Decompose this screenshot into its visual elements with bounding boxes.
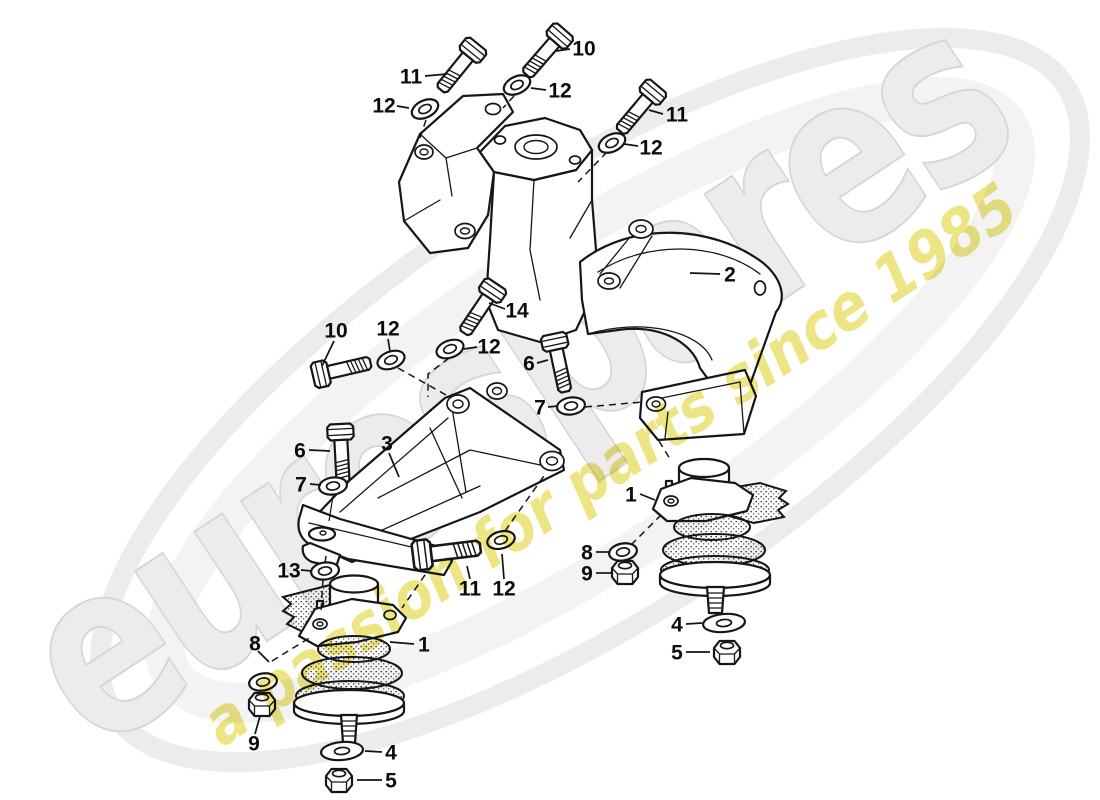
assembly-pin-line [328, 495, 334, 522]
callout-12-9: 12 [376, 318, 399, 341]
assembly-line [271, 636, 312, 662]
leader-line-14-7 [488, 302, 506, 310]
leader-line-10-8 [321, 340, 335, 367]
bolt-10-top [515, 20, 576, 85]
lower-engine-bracket-part3 [297, 382, 566, 577]
leader-line-11-17 [466, 565, 471, 580]
upper-engine-bracket-part2 [397, 92, 783, 442]
engine-mount-right-part1 [651, 457, 790, 615]
leader-line-1-19 [389, 641, 415, 645]
callout-5-28: 5 [671, 642, 683, 665]
callout-6-13: 6 [294, 440, 306, 463]
callout-4-27: 4 [671, 614, 683, 637]
leader-line-7-12 [547, 405, 559, 408]
assembly-line [401, 564, 433, 609]
assembly-dashed-lines [271, 95, 671, 662]
bolt-11-top-left [429, 34, 490, 100]
callout-2-6: 2 [724, 264, 736, 287]
callout-13-16: 13 [277, 560, 300, 583]
callout-7-12: 7 [534, 397, 546, 420]
callout-9-21: 9 [248, 733, 260, 756]
leader-line-7-15 [309, 483, 322, 486]
leader-line-4-27 [685, 622, 703, 625]
assembly-line [418, 119, 427, 142]
leader-line-12-1 [396, 105, 410, 109]
callout-9-26: 9 [581, 563, 593, 586]
engine-mount-left-part1 [280, 574, 408, 745]
callout-3-14: 3 [381, 433, 393, 456]
assembly-line [630, 512, 664, 546]
assembly-line [320, 555, 327, 613]
assembly-line [502, 95, 515, 109]
leader-line-9-21 [254, 715, 261, 735]
callout-10-8: 10 [324, 320, 347, 343]
callout-11-4: 11 [666, 104, 689, 127]
assembly-line [584, 401, 644, 408]
leader-line-2-6 [689, 272, 721, 275]
callout-12-10: 12 [477, 336, 500, 359]
nut-9-right [610, 559, 640, 586]
callout-11-17: 11 [459, 578, 482, 601]
assembly-line [658, 440, 671, 460]
leader-line-4-22 [364, 750, 383, 753]
nut-5-left [324, 767, 354, 794]
callout-5-23: 5 [385, 770, 397, 793]
assembly-line [577, 151, 608, 183]
callout-4-22: 4 [385, 742, 397, 765]
callout-1-24: 1 [625, 484, 637, 507]
nut-5-right [712, 639, 742, 666]
callout-10-2: 10 [572, 38, 595, 61]
washer-4-right [701, 611, 747, 635]
callout-14-7: 14 [505, 300, 529, 323]
leader-line-12-9 [387, 338, 391, 352]
callout-1-19: 1 [418, 634, 430, 657]
assembly-line [427, 357, 450, 397]
leader-line-3-14 [388, 452, 400, 478]
callout-7-15: 7 [295, 474, 307, 497]
leader-line-10-2 [555, 48, 571, 52]
leader-line-11-0 [424, 73, 448, 77]
callout-12-1: 12 [372, 95, 395, 118]
callout-11-0: 11 [400, 66, 423, 89]
leader-line-8-20 [257, 650, 270, 663]
mount-right-stud [705, 585, 726, 615]
leader-line-12-10 [463, 346, 478, 350]
assembly-line [397, 367, 447, 396]
leader-line-1-24 [639, 493, 656, 501]
mount-left-stud [339, 713, 359, 745]
callout-12-3: 12 [548, 80, 571, 103]
leader-line-12-18 [501, 553, 505, 580]
callout-8-20: 8 [249, 633, 261, 656]
callout-12-5: 12 [639, 137, 662, 160]
leader-line-11-4 [648, 109, 664, 115]
callout-8-25: 8 [581, 542, 593, 565]
leader-line-13-16 [300, 569, 313, 572]
leader-line-6-13 [308, 449, 331, 452]
leader-line-12-5 [623, 143, 639, 147]
leader-line-6-11 [536, 359, 549, 364]
callout-12-18: 12 [492, 578, 515, 601]
leader-line-12-3 [530, 87, 547, 91]
callout-6-11: 6 [523, 353, 535, 376]
